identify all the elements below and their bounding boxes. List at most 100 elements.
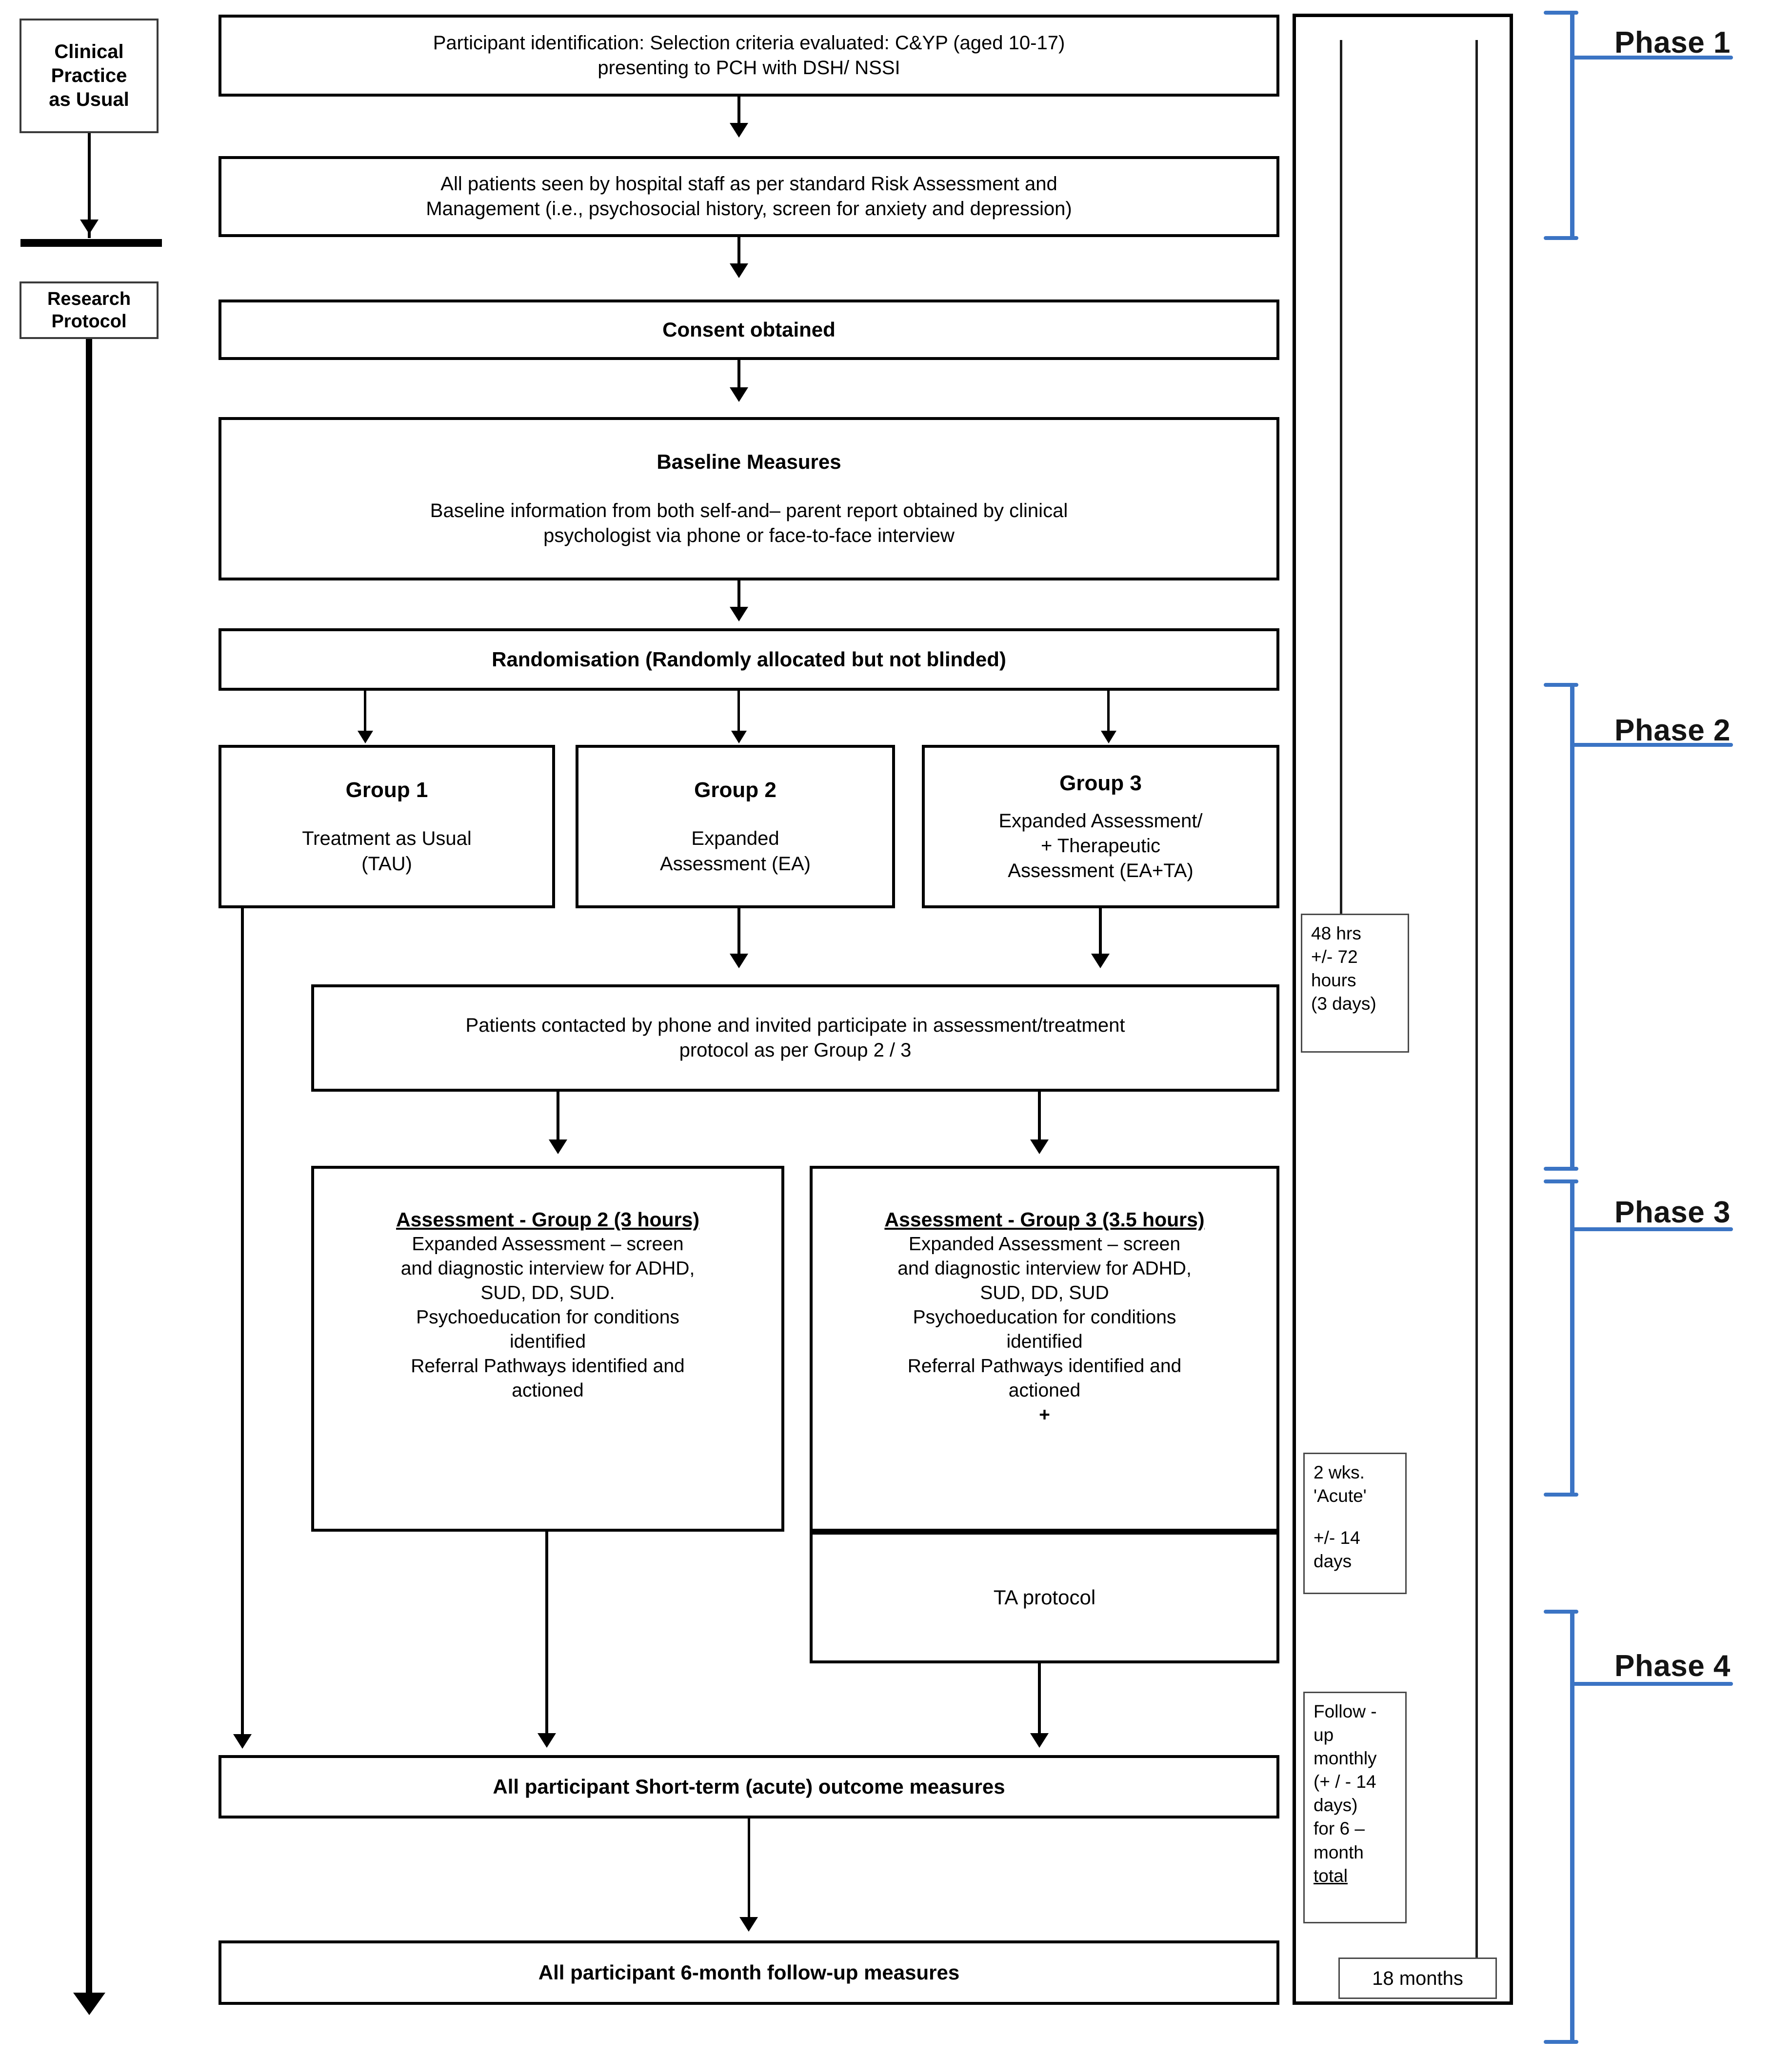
assessment-group2-title: Assessment - Group 2 (3 hours) — [396, 1208, 699, 1231]
acute-window-box: 48 hrs +/- 72 hours (3 days) — [1301, 914, 1409, 1053]
phase-3-bracket-bottom — [1544, 1493, 1578, 1497]
followup-line-4: (+ / - 14 — [1314, 1772, 1376, 1792]
phase-3-bracket — [1544, 1179, 1733, 1497]
connector-risk-to-consent — [737, 237, 740, 270]
phase-2-label: Phase 2 — [1614, 714, 1731, 747]
connector-baseline-to-randomisation — [737, 580, 740, 614]
randomisation-label: Randomisation (Randomly allocated but no… — [492, 648, 1006, 671]
research-protocol-spine — [86, 339, 92, 1995]
research-protocol-arrowhead — [73, 1993, 105, 2015]
risk-assessment-box: All patients seen by hospital staff as p… — [219, 156, 1279, 237]
arrowhead-assessment2-to-short-term — [538, 1733, 556, 1748]
assessment-group3-line-2: and diagnostic interview for ADHD, — [897, 1258, 1192, 1279]
followup-schedule-box: Follow - up monthly (+ / - 14 days) for … — [1303, 1692, 1407, 1923]
clinical-practice-as-usual-box: Clinical Practice as Usual — [20, 19, 159, 133]
phase-2-bracket — [1544, 683, 1733, 1171]
assessment-group3-line-5: identified — [1006, 1331, 1083, 1353]
clinical-practice-arrowhead — [80, 220, 99, 234]
phase-1-label: Phase 1 — [1614, 26, 1731, 60]
group1-line-1: Treatment as Usual — [302, 828, 472, 850]
group2-box: Group 2 Expanded Assessment (EA) — [576, 745, 895, 908]
short-term-outcomes-label: All participant Short-term (acute) outco… — [493, 1775, 1005, 1798]
group3-title: Group 3 — [1059, 771, 1142, 795]
two-weeks-line-5: days — [1314, 1551, 1352, 1572]
followup-line-5: days) — [1314, 1795, 1358, 1816]
assessment-group2-line-2: and diagnostic interview for ADHD, — [400, 1258, 695, 1279]
patients-contacted-line-1: Patients contacted by phone and invited … — [465, 1014, 1125, 1036]
patients-contacted-box: Patients contacted by phone and invited … — [311, 984, 1279, 1092]
followup-line-3: monthly — [1314, 1748, 1377, 1769]
group3-line-2: + Therapeutic — [1041, 835, 1160, 857]
assessment-group3-title: Assessment - Group 3 (3.5 hours) — [884, 1208, 1205, 1231]
clinical-practice-line-2: Practice — [51, 65, 127, 87]
acute-window-line-2: +/- 72 — [1311, 947, 1358, 967]
assessment-group2-box: Assessment - Group 2 (3 hours) Expanded … — [311, 1166, 784, 1532]
ta-protocol-label: TA protocol — [993, 1586, 1096, 1609]
timeline-inner-line-right — [1475, 40, 1478, 1972]
connector-group1-to-short-term — [241, 908, 244, 1740]
arrowhead-risk-to-consent — [730, 263, 748, 278]
two-weeks-line-4: +/- 14 — [1314, 1528, 1360, 1548]
assessment-group2-line-5: identified — [509, 1331, 586, 1353]
acute-window-line-1: 48 hrs — [1311, 923, 1361, 943]
phase-3-bracket-top — [1544, 1179, 1578, 1183]
arrowhead-to-group3 — [1101, 731, 1116, 743]
group3-line-3: Assessment (EA+TA) — [1008, 860, 1194, 882]
arrowhead-contacted-to-assessment2 — [549, 1139, 567, 1154]
timeline-inner-line-left — [1340, 40, 1342, 928]
arrowhead-ta-to-short-term — [1030, 1733, 1049, 1748]
baseline-measures-title: Baseline Measures — [657, 450, 841, 474]
group2-title: Group 2 — [694, 778, 777, 802]
arrowhead-contacted-to-assessment3 — [1030, 1139, 1049, 1154]
group3-line-1: Expanded Assessment/ — [998, 810, 1203, 832]
connector-randomisation-to-group2 — [737, 691, 740, 737]
assessment-group3-plus: + — [1039, 1404, 1050, 1425]
arrowhead-consent-to-baseline — [730, 387, 748, 402]
six-month-followup-label: All participant 6-month follow-up measur… — [538, 1961, 960, 1984]
followup-line-1: Follow - — [1314, 1701, 1377, 1721]
arrowhead-to-group2 — [731, 731, 747, 743]
arrowhead-baseline-to-randomisation — [730, 607, 748, 621]
baseline-measures-box: Baseline Measures Baseline information f… — [219, 417, 1279, 580]
participant-identification-line-2: presenting to PCH with DSH/ NSSI — [597, 57, 900, 79]
research-protocol-line-1: Research — [47, 288, 131, 309]
assessment-group2-line-6: Referral Pathways identified and — [411, 1356, 685, 1377]
phase-2-bracket-spine — [1570, 683, 1574, 1171]
phase-1-bracket-bottom — [1544, 236, 1578, 240]
consent-obtained-label: Consent obtained — [662, 318, 836, 341]
followup-line-8: total — [1314, 1865, 1348, 1886]
group1-title: Group 1 — [345, 778, 428, 802]
arrowhead-short-term-to-followup — [739, 1917, 758, 1932]
phase-1-bracket-spine — [1570, 11, 1574, 240]
two-weeks-line-2: 'Acute' — [1314, 1486, 1367, 1506]
clinical-practice-line-1: Clinical — [54, 41, 124, 63]
two-weeks-line-1: 2 wks. — [1314, 1462, 1365, 1482]
arrowhead-to-group1 — [358, 731, 373, 743]
arrowhead-group3-to-contacted — [1091, 954, 1110, 968]
followup-line-2: up — [1314, 1725, 1334, 1745]
assessment-group2-line-4: Psychoeducation for conditions — [416, 1307, 679, 1328]
group2-line-1: Expanded — [691, 828, 779, 850]
connector-consent-to-baseline — [737, 360, 740, 394]
acute-window-line-3: hours — [1311, 970, 1356, 991]
clinical-practice-line-3: as Usual — [49, 88, 129, 110]
connector-randomisation-to-group3 — [1107, 691, 1110, 737]
phase-4-bracket-spine — [1570, 1610, 1574, 2044]
phase-3-bracket-stem — [1572, 1227, 1733, 1231]
group2-line-2: Assessment (EA) — [660, 853, 811, 875]
connector-identification-to-risk — [737, 97, 740, 129]
phase-4-bracket-bottom — [1544, 2040, 1578, 2044]
assessment-group2-line-3: SUD, DD, SUD. — [480, 1282, 615, 1304]
randomisation-box: Randomisation (Randomly allocated but no… — [219, 628, 1279, 691]
phase-1-bracket-stem — [1572, 56, 1733, 60]
clinical-practice-connector — [88, 133, 91, 238]
assessment-group3-line-4: Psychoeducation for conditions — [913, 1307, 1176, 1328]
baseline-measures-line-2: psychologist via phone or face-to-face i… — [543, 525, 955, 547]
assessment-group3-line-3: SUD, DD, SUD — [980, 1282, 1109, 1304]
phase-1-bracket — [1544, 11, 1733, 240]
followup-line-6: for 6 – — [1314, 1818, 1365, 1839]
assessment-group3-line-6: Referral Pathways identified and — [907, 1356, 1182, 1377]
followup-line-7: month — [1314, 1842, 1364, 1862]
connector-assessment2-to-short-term — [545, 1532, 548, 1739]
patients-contacted-line-2: protocol as per Group 2 / 3 — [679, 1039, 912, 1061]
